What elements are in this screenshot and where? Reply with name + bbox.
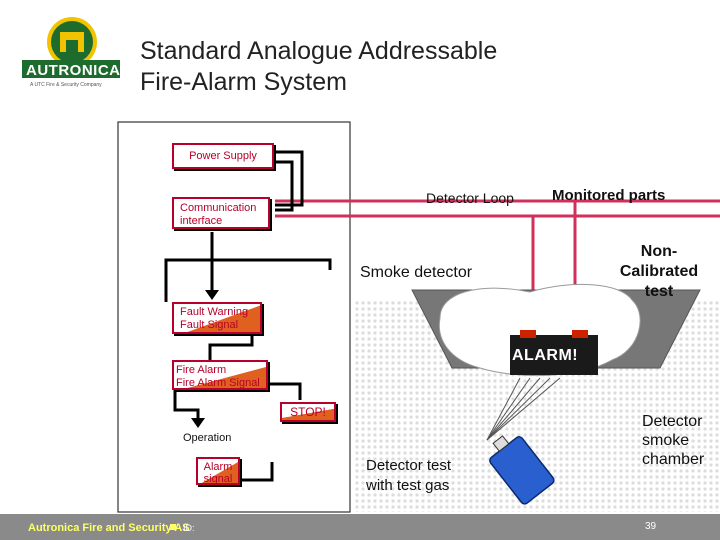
- detector-test-label: Detector test with test gas: [366, 457, 452, 494]
- test-gas-can-icon: [489, 435, 555, 505]
- spray-line-5: [486, 377, 561, 441]
- detector-smoke-chamber-label: Detector smoke chamber: [642, 413, 705, 468]
- footer-company: Autronica Fire and Security AS: [28, 522, 190, 534]
- smoke-detector-body: [510, 335, 598, 375]
- power-supply-label: Power Supply: [189, 150, 257, 162]
- smoke-detector-label: Smoke detector: [360, 264, 473, 281]
- spray-line-2: [486, 377, 531, 441]
- detector-led-left: [520, 330, 536, 338]
- power-supply-box: Power Supply: [172, 143, 274, 169]
- detector-led-right: [572, 330, 588, 338]
- logo-name: AUTRONICA: [26, 62, 121, 79]
- alarm-signal-box: Alarm signal: [196, 457, 240, 485]
- stop-box: STOP!: [280, 402, 336, 422]
- alarm-signal-label: Alarm signal: [203, 461, 233, 485]
- operation-label: Operation: [183, 432, 232, 444]
- wire-loop-left: [164, 258, 332, 302]
- wire-fire-to-op: [173, 390, 200, 420]
- alarm-display-label: ALARM!: [512, 347, 579, 364]
- non-calibrated-test-label: Non-Calibrated test: [619, 243, 699, 300]
- wire-power-2: [272, 160, 294, 212]
- title-line-2: Fire-Alarm System: [140, 68, 347, 96]
- spray-line-3: [486, 377, 541, 441]
- fire-alarm-label: Fire Alarm: [176, 364, 227, 376]
- spray-line-1: [486, 377, 521, 441]
- fault-signal-label: Fault Signal: [180, 319, 239, 331]
- footer-square-icon: [170, 524, 176, 530]
- communication-interface-label: Communication interface: [180, 202, 257, 227]
- arrow-to-operation: [191, 418, 205, 428]
- fire-alarm-box: Fire Alarm Fire Alarm Signal: [172, 360, 268, 390]
- arrow-to-fault: [205, 290, 219, 300]
- page-title: Standard Analogue Addressable Fire-Alarm…: [140, 36, 497, 98]
- fault-warning-label: Fault Warning: [180, 306, 249, 318]
- fire-alarm-signal-label: Fire Alarm Signal: [176, 377, 260, 389]
- wire-stop: [270, 382, 302, 400]
- page-number: 39: [645, 521, 657, 532]
- autronica-logo-icon: [22, 17, 120, 78]
- footer-id-label: ID:: [183, 523, 195, 533]
- title-line-1: Standard Analogue Addressable: [140, 37, 498, 65]
- stop-label: STOP!: [290, 405, 326, 419]
- detector-loop-label: Detector Loop: [426, 190, 514, 206]
- fault-warning-box: Fault Warning Fault Signal: [172, 302, 262, 334]
- communication-interface-box: Communication interface: [172, 197, 270, 229]
- footer-bar: [0, 514, 720, 540]
- monitored-parts-label: Monitored parts: [552, 187, 666, 204]
- wire-operation-alarm: [238, 462, 274, 482]
- logo-tagline: A UTC Fire & Security Company: [30, 82, 102, 88]
- spray-line-4: [486, 377, 551, 441]
- wire-power-1: [272, 150, 304, 207]
